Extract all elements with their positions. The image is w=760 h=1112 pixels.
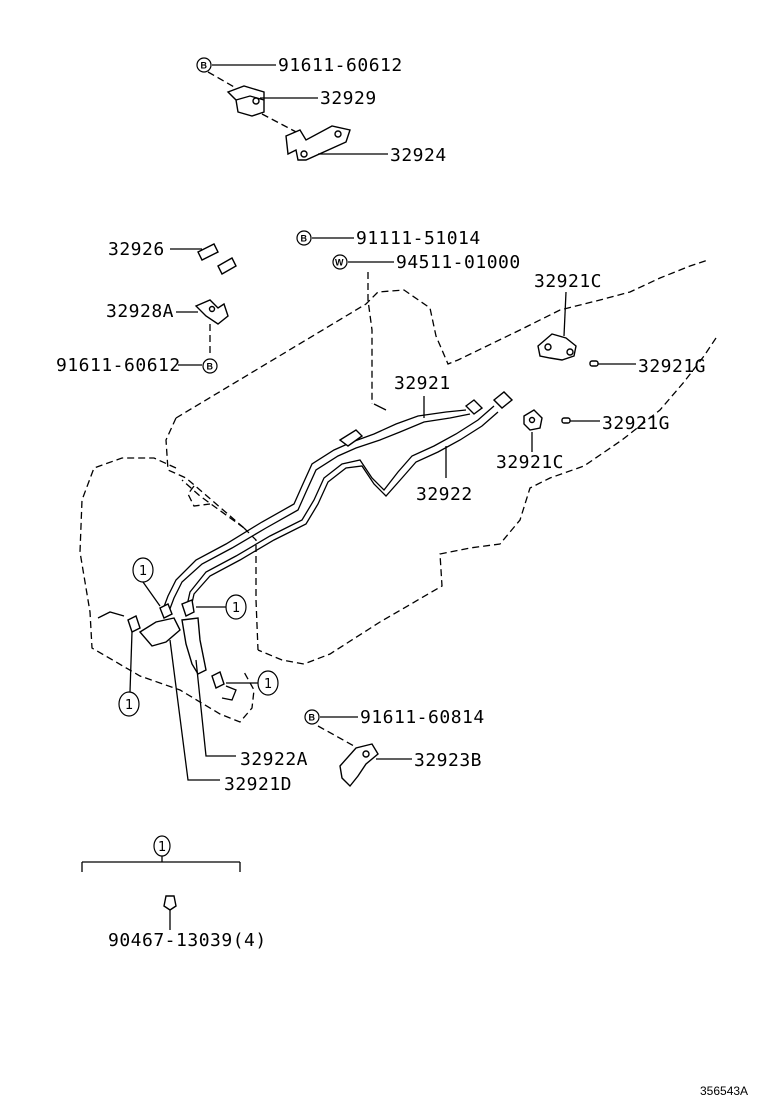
part-label-32921C-top: 32921C: [534, 271, 602, 292]
svg-text:B: B: [207, 362, 214, 372]
callout-icon: 1: [225, 594, 247, 620]
part-label-32921D: 32921D: [224, 774, 292, 795]
part-label-32926: 32926: [108, 239, 165, 260]
part-label-32928A: 32928A: [106, 301, 174, 322]
part-label-91111-51014: 91111-51014: [356, 228, 481, 249]
reference-code: 356543A: [700, 1084, 748, 1098]
callout-icon: 1: [118, 691, 140, 717]
clamp-32928A-icon: [194, 299, 229, 325]
fitting-32921C-top-icon: [537, 333, 577, 361]
clip-icon: [163, 895, 177, 911]
callout-icon: 1: [153, 835, 171, 857]
svg-text:B: B: [309, 713, 316, 723]
hose-plug-32926-icon: [197, 243, 237, 275]
part-label-90467-13039: 90467-13039(4): [108, 930, 267, 951]
part-label-94511-01000: 94511-01000: [396, 252, 521, 273]
part-label-32922: 32922: [416, 484, 473, 505]
hose-group: [97, 599, 237, 701]
plug-32921G-upper-icon: [589, 360, 599, 367]
washer-icon: W: [332, 254, 348, 270]
part-label-91611-60612-mid: 91611-60612: [56, 355, 181, 376]
fitting-32921C-mid-icon: [523, 409, 543, 431]
bolt-icon: B: [304, 709, 320, 725]
engine-outline: [79, 259, 717, 723]
svg-text:1: 1: [139, 564, 147, 579]
part-label-32921G-lower: 32921G: [602, 413, 670, 434]
part-label-32922A: 32922A: [240, 749, 308, 770]
bolt-icon: B: [202, 358, 218, 374]
part-label-32921G-upper: 32921G: [638, 356, 706, 377]
svg-text:1: 1: [125, 698, 133, 713]
bolt-icon: B: [196, 57, 212, 73]
bracket-32924-icon: [285, 125, 351, 161]
callout-icon: 1: [257, 670, 279, 696]
callout-icon: 1: [132, 557, 154, 583]
bracket-32929-icon: [226, 85, 265, 117]
part-label-32929: 32929: [320, 88, 377, 109]
svg-text:1: 1: [264, 677, 272, 692]
svg-text:B: B: [301, 234, 308, 244]
svg-text:1: 1: [158, 840, 166, 855]
part-label-91611-60612-top: 91611-60612: [278, 55, 403, 76]
vacuum-pipe-assembly: [161, 391, 514, 615]
svg-text:1: 1: [232, 601, 240, 616]
bolt-icon: B: [296, 230, 312, 246]
svg-text:B: B: [201, 61, 208, 71]
svg-text:W: W: [335, 258, 344, 268]
part-label-32923B: 32923B: [414, 750, 482, 771]
part-label-32921: 32921: [394, 373, 451, 394]
bracket-32923B-icon: [339, 743, 379, 788]
part-label-32924: 32924: [390, 145, 447, 166]
plug-32921G-lower-icon: [561, 417, 571, 424]
part-label-91611-60814: 91611-60814: [360, 707, 485, 728]
part-label-32921C-mid: 32921C: [496, 452, 564, 473]
